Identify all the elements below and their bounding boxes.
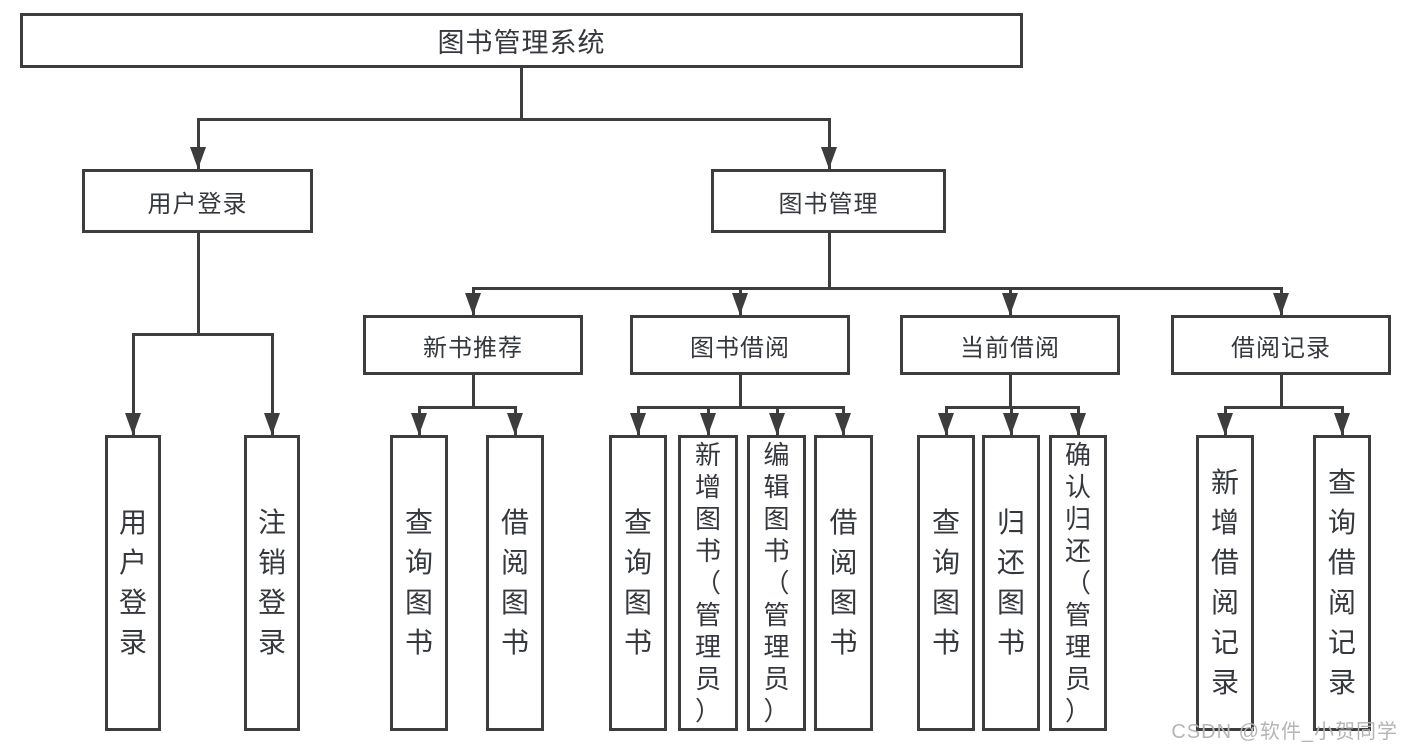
arrow-down-icon [411, 413, 427, 435]
node-leaf-return-book: 归还图书 [982, 435, 1040, 731]
arrow-down-icon [264, 413, 280, 435]
node-leaf-query-book-3: 查询图书 [917, 435, 975, 731]
arrow-down-icon [1273, 293, 1289, 315]
arrow-down-icon [465, 293, 481, 315]
node-label: 编辑图书（管理员） [763, 440, 790, 726]
node-label: 新增图书（管理员） [694, 440, 721, 726]
arrow-down-icon [1334, 413, 1350, 435]
connector-line [472, 287, 1281, 290]
arrow-down-icon [732, 293, 748, 315]
node-borrow-record: 借阅记录 [1171, 315, 1391, 375]
node-leaf-query-borrow-record: 查询借阅记录 [1313, 435, 1371, 731]
connector-line [197, 233, 200, 335]
node-leaf-edit-book-admin: 编辑图书（管理员） [747, 435, 806, 731]
node-new-book-recommend: 新书推荐 [363, 315, 583, 375]
connector-line [418, 406, 515, 409]
connector-line [1224, 406, 1342, 409]
node-user-login: 用户登录 [82, 169, 313, 233]
connector-line [132, 333, 135, 435]
connector-line [637, 406, 843, 409]
arrow-down-icon [507, 413, 523, 435]
arrow-down-icon [630, 413, 646, 435]
arrow-down-icon [1002, 293, 1018, 315]
connector-line [472, 375, 475, 408]
connector-line [520, 68, 523, 120]
node-label: 用户登录 [118, 507, 147, 658]
node-label: 查询图书 [623, 507, 652, 658]
node-label: 借阅图书 [829, 507, 858, 658]
node-label: 确认归还（管理员） [1064, 440, 1091, 726]
connector-line [197, 118, 200, 169]
connector-line [197, 118, 829, 121]
arrow-down-icon [835, 413, 851, 435]
connector-line [271, 333, 274, 435]
node-book-management: 图书管理 [711, 169, 946, 233]
arrow-down-icon [1003, 413, 1019, 435]
node-current-borrow: 当前借阅 [900, 315, 1120, 375]
connector-line [1280, 375, 1283, 408]
csdn-watermark: CSDN @软件_小贺同学 [1171, 721, 1398, 743]
arrow-down-icon [938, 413, 954, 435]
arrow-down-icon [1217, 413, 1233, 435]
node-leaf-add-borrow-record: 新增借阅记录 [1196, 435, 1254, 731]
node-leaf-logout: 注销登录 [244, 435, 300, 731]
node-leaf-confirm-return-admin: 确认归还（管理员） [1049, 435, 1107, 731]
node-book-borrow: 图书借阅 [630, 315, 850, 375]
arrow-down-icon [821, 147, 837, 169]
node-leaf-add-book-admin: 新增图书（管理员） [678, 435, 738, 731]
node-leaf-borrow-book-2: 借阅图书 [814, 435, 873, 731]
node-label: 查询图书 [404, 507, 433, 658]
node-label: 借阅图书 [500, 507, 529, 658]
node-leaf-query-book-1: 查询图书 [390, 435, 448, 731]
node-label: 查询借阅记录 [1327, 467, 1356, 698]
node-leaf-borrow-book-1: 借阅图书 [486, 435, 544, 731]
node-leaf-query-book-2: 查询图书 [609, 435, 667, 731]
arrow-down-icon [769, 413, 785, 435]
node-label: 查询图书 [931, 507, 960, 658]
node-label: 归还图书 [996, 507, 1025, 658]
arrow-down-icon [1070, 413, 1086, 435]
node-label: 注销登录 [257, 507, 286, 658]
node-label: 新增借阅记录 [1210, 467, 1239, 698]
arrow-down-icon [125, 413, 141, 435]
arrow-down-icon [190, 147, 206, 169]
connector-line [828, 233, 831, 289]
connector-line [132, 333, 272, 336]
connector-line [739, 375, 742, 408]
node-leaf-user-login: 用户登录 [105, 435, 161, 731]
arrow-down-icon [700, 413, 716, 435]
node-root-system: 图书管理系统 [20, 13, 1023, 68]
connector-line [1009, 375, 1012, 408]
connector-line [828, 118, 831, 169]
